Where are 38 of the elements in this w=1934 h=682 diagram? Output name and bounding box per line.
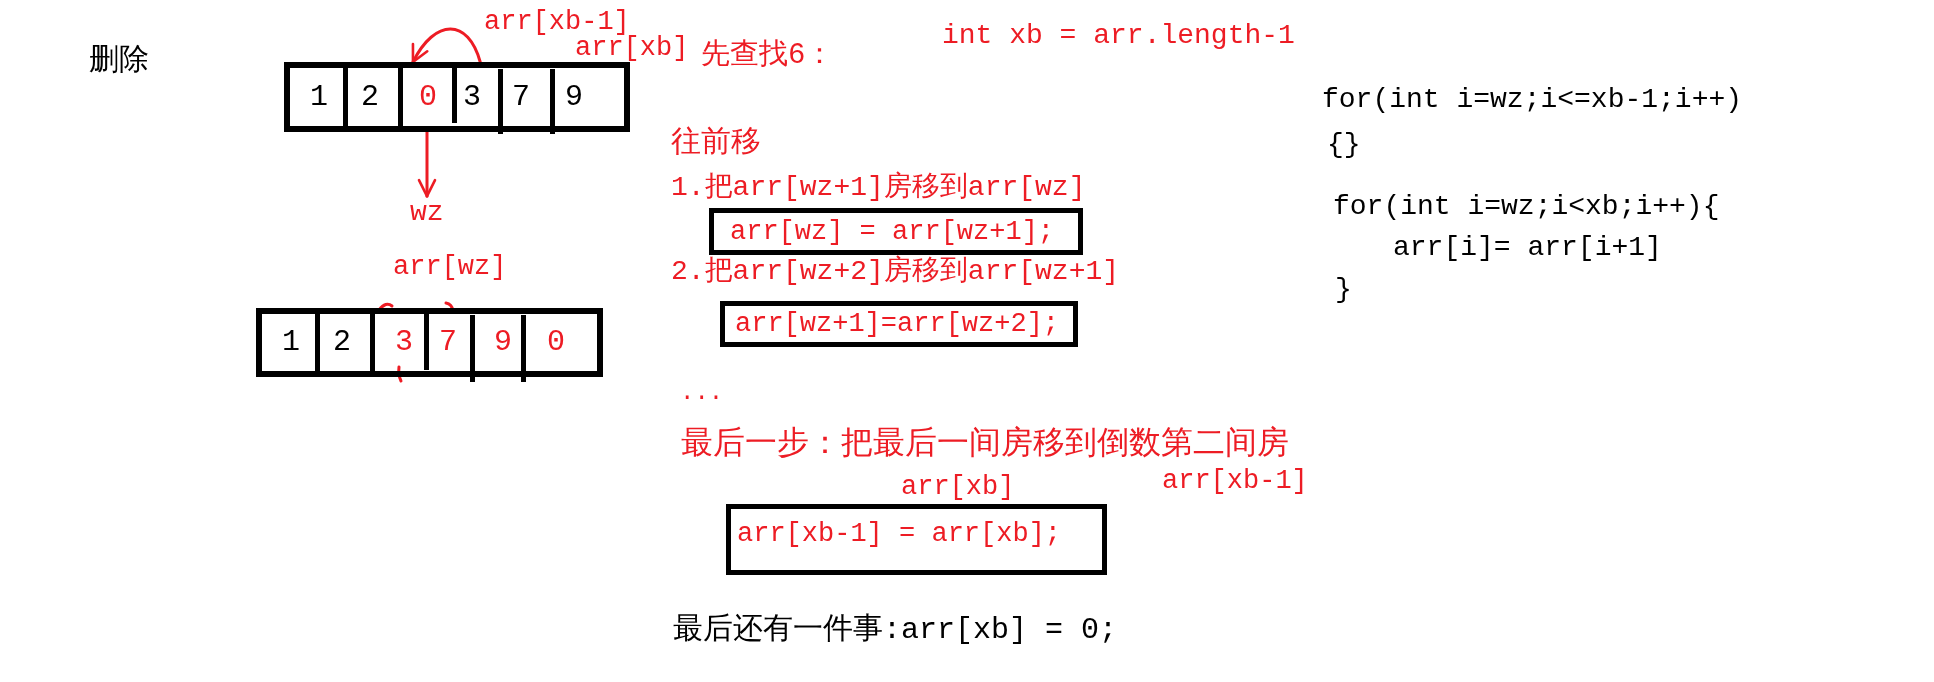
code-line: for(int i=wz;i<=xb-1;i++) bbox=[1322, 83, 1743, 117]
annotation-label: arr[xb] bbox=[901, 470, 1015, 504]
step-text: 往前移 bbox=[671, 125, 761, 161]
array-cell: 9 bbox=[552, 62, 630, 132]
step-text: 最后一步：把最后一间房移到倒数第二间房 bbox=[681, 425, 1289, 465]
title: 删除 bbox=[89, 43, 149, 79]
array-box bbox=[256, 308, 603, 377]
code-line: int xb = arr.length-1 bbox=[942, 19, 1295, 53]
code-box: arr[xb-1] = arr[xb]; bbox=[726, 504, 1107, 575]
annotation-label: arr[xb-1] bbox=[1162, 464, 1308, 498]
array-cell: 0 bbox=[400, 62, 454, 132]
array-cell: 1 bbox=[256, 308, 317, 377]
step-text: 1.把arr[wz+1]房移到arr[wz] bbox=[671, 171, 1086, 205]
array-cell: 0 bbox=[523, 308, 603, 377]
array-cell: 1 bbox=[284, 62, 345, 132]
ellipsis-text: ... bbox=[680, 378, 724, 408]
array-box bbox=[284, 62, 630, 132]
array-cell: 3 bbox=[454, 62, 500, 132]
code-box: arr[wz+1]=arr[wz+2]; bbox=[720, 301, 1078, 347]
step-text: 先查找6： bbox=[701, 38, 835, 74]
array-cell: 2 bbox=[317, 308, 372, 377]
note-text: 最后还有一件事:arr[xb] = 0; bbox=[673, 612, 1118, 648]
array-cell: 7 bbox=[426, 308, 472, 377]
annotation-label: arr[xb-1] bbox=[484, 5, 630, 37]
arrow bbox=[417, 130, 437, 198]
array-cell: 3 bbox=[372, 308, 426, 377]
array-cell: 7 bbox=[500, 62, 552, 132]
code-line: arr[i]= arr[i+1] bbox=[1393, 231, 1662, 265]
code-line: {} bbox=[1327, 128, 1361, 162]
array-cell: 2 bbox=[345, 62, 400, 132]
curved-arrow bbox=[411, 27, 482, 64]
code-line: for(int i=wz;i<xb;i++){ bbox=[1333, 190, 1720, 224]
code-box: arr[wz] = arr[wz+1]; bbox=[709, 208, 1083, 255]
index-label: wz bbox=[410, 196, 444, 230]
annotation-label: arr[wz] bbox=[393, 250, 507, 284]
code-line: } bbox=[1335, 273, 1352, 307]
step-text: 2.把arr[wz+2]房移到arr[wz+1] bbox=[671, 255, 1120, 289]
array-cell: 9 bbox=[472, 308, 523, 377]
